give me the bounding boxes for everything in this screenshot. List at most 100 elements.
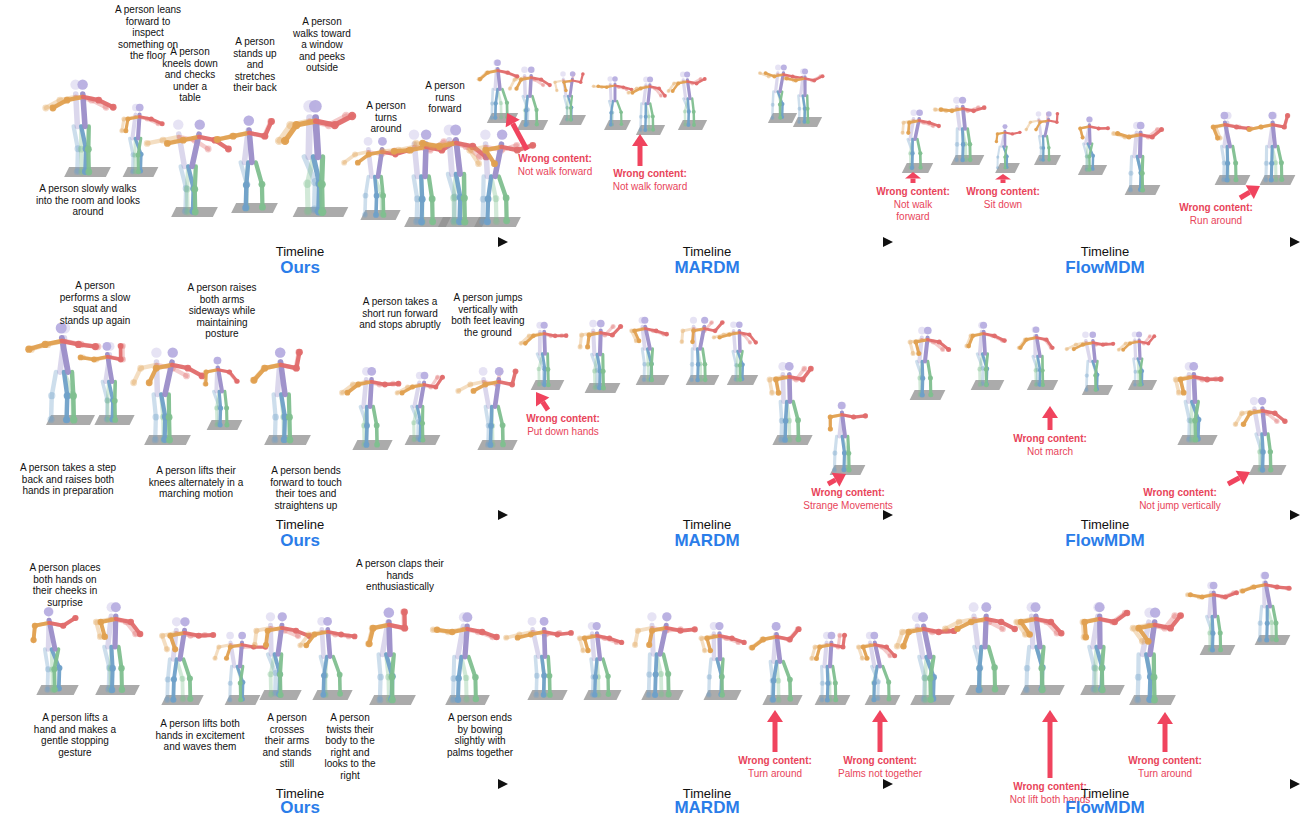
- motion-caption: A person turns around: [358, 100, 414, 135]
- skeleton-figure: [908, 327, 952, 400]
- floor-plane: [517, 120, 548, 130]
- motion-caption: A person stands up and stretches their b…: [227, 36, 283, 94]
- callout-arrowhead: [1157, 712, 1173, 724]
- skeleton-figure: [699, 622, 747, 700]
- skeleton-figure: [667, 71, 708, 130]
- skeleton-figure: [144, 119, 232, 217]
- error-heading: Wrong content:: [1125, 487, 1235, 499]
- skeleton-figure: [626, 76, 666, 135]
- method-name: FlowMDM: [1035, 259, 1175, 278]
- method-name: MARDM: [637, 532, 777, 551]
- timeline-axis: [905, 241, 1292, 243]
- skeleton-figure: [159, 617, 216, 705]
- skeleton-figure: [900, 110, 941, 174]
- callout-arrow: [1240, 192, 1250, 198]
- callout-arrow: [1048, 722, 1053, 778]
- callout-arrowhead: [1236, 471, 1250, 485]
- timeline-head: [883, 510, 893, 520]
- floor-plane: [865, 695, 901, 705]
- skeleton-figure: [1247, 112, 1296, 185]
- floor-plane: [1200, 645, 1236, 655]
- floor-plane: [1215, 175, 1251, 185]
- floor-plane: [477, 440, 517, 450]
- error-heading: Wrong content:: [830, 755, 930, 767]
- motion-caption: A person walks toward a window and peeks…: [292, 16, 352, 74]
- skeleton-figure: [395, 372, 445, 445]
- skeleton-figure: [519, 322, 569, 390]
- timeline-label: Timeline: [1045, 245, 1165, 259]
- skeleton-figure: [1078, 116, 1110, 175]
- timeline-axis: [905, 514, 1292, 516]
- skeleton-figure: [1239, 572, 1292, 645]
- skeleton-figure: [828, 402, 868, 475]
- floor-plane: [207, 420, 243, 430]
- skeleton-figure: [30, 607, 78, 695]
- callout-arrowhead: [767, 710, 783, 722]
- error-note: Turn around: [1115, 768, 1215, 780]
- timeline-head: [883, 779, 893, 789]
- motion-caption: A person places both hands on their chee…: [25, 562, 105, 608]
- error-note: Not walk forward: [883, 199, 943, 222]
- floor-plane: [1249, 465, 1287, 475]
- error-note: Sit down: [963, 199, 1043, 211]
- skeleton-figure: [1117, 331, 1157, 390]
- floor-plane: [352, 440, 392, 450]
- error-heading: Wrong content:: [958, 186, 1048, 198]
- motion-caption: A person lifts both hands in excitement …: [155, 718, 245, 753]
- method-name: MARDM: [637, 259, 777, 278]
- callout-arrow: [773, 722, 778, 752]
- callout-arrow: [878, 722, 883, 752]
- skeleton-figure: [856, 632, 900, 705]
- timeline-axis: [5, 241, 500, 243]
- motion-caption: A person bends forward to touch their to…: [260, 465, 352, 511]
- timeline-head: [883, 237, 893, 247]
- floor-plane: [678, 120, 707, 130]
- skeleton-figure: [1185, 582, 1239, 655]
- callout-arrow: [1228, 478, 1239, 484]
- skeleton-figure: [1211, 112, 1254, 185]
- floor-plane: [910, 390, 946, 400]
- callout-arrowhead: [1246, 185, 1260, 199]
- error-note: Not walk forward: [595, 181, 705, 193]
- callout-arrowhead: [872, 710, 888, 722]
- skeleton-figure: [202, 357, 242, 430]
- timeline-head: [498, 237, 508, 247]
- skeleton-figure: [942, 602, 1018, 695]
- motion-caption: A person runs forward: [420, 80, 470, 115]
- method-name: FlowMDM: [1035, 799, 1175, 818]
- error-heading: Wrong content:: [793, 487, 903, 499]
- motion-caption: A person jumps vertically with both feet…: [450, 292, 526, 338]
- skeleton-figure: [130, 347, 205, 445]
- floor-plane: [559, 115, 586, 125]
- method-name: Ours: [230, 799, 370, 818]
- motion-caption: A person takes a step back and raises bo…: [18, 462, 118, 497]
- motion-caption: A person lifts their knees alternately i…: [148, 465, 244, 500]
- callout-arrowhead: [905, 172, 921, 179]
- skeleton-figure: [964, 322, 1007, 390]
- floor-plane: [369, 695, 416, 705]
- floor-plane: [95, 685, 140, 695]
- callout-arrowhead: [832, 473, 846, 487]
- timeline-head: [498, 510, 508, 520]
- error-note: Not jump vertically: [1120, 500, 1240, 512]
- error-heading: Wrong content:: [595, 168, 705, 180]
- error-note: Turn around: [725, 768, 825, 780]
- skeleton-figure: [1013, 602, 1064, 695]
- floor-plane: [231, 203, 278, 213]
- skeleton-figure: [1065, 332, 1116, 396]
- floor-plane: [123, 167, 159, 177]
- method-name: FlowMDM: [1035, 532, 1175, 551]
- error-note: Put down hands: [508, 426, 618, 438]
- callout-arrow: [911, 179, 916, 183]
- error-heading: Wrong content:: [1115, 755, 1215, 767]
- skeleton-figure: [455, 367, 518, 450]
- error-note: Palms not together: [825, 768, 935, 780]
- skeleton-figure: [809, 632, 850, 705]
- motion-caption: A person ends by bowing slightly with pa…: [442, 712, 518, 758]
- motion-caption: A person slowly walks into the room and …: [33, 183, 143, 218]
- skeleton-figure: [629, 317, 669, 385]
- callout-arrow: [828, 480, 836, 484]
- timeline-axis: [520, 514, 885, 516]
- motion-caption: A person crosses their arms and stands s…: [262, 712, 312, 770]
